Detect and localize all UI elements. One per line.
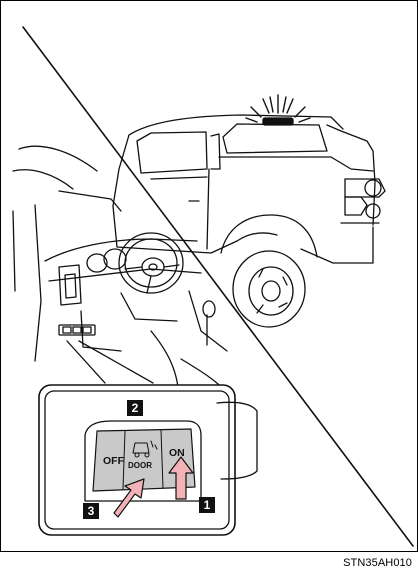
step-badge-3: 3 [83, 503, 99, 519]
car-interior-drawing [13, 146, 227, 395]
switch-door-label: DOOR [128, 461, 152, 470]
pickup-truck-drawing [113, 115, 385, 327]
zoom-callout-panel [39, 385, 257, 535]
switch-on-label: ON [169, 447, 185, 459]
switch-off-label: OFF [103, 455, 124, 467]
figure-code: STN35AH010 [343, 557, 412, 569]
illustration-frame: OFF DOOR ON 1 2 3 [0, 0, 418, 552]
step-badge-2: 2 [127, 400, 143, 416]
illustration-svg [1, 1, 418, 553]
step-badge-1: 1 [199, 497, 215, 513]
cab-light [263, 118, 293, 125]
